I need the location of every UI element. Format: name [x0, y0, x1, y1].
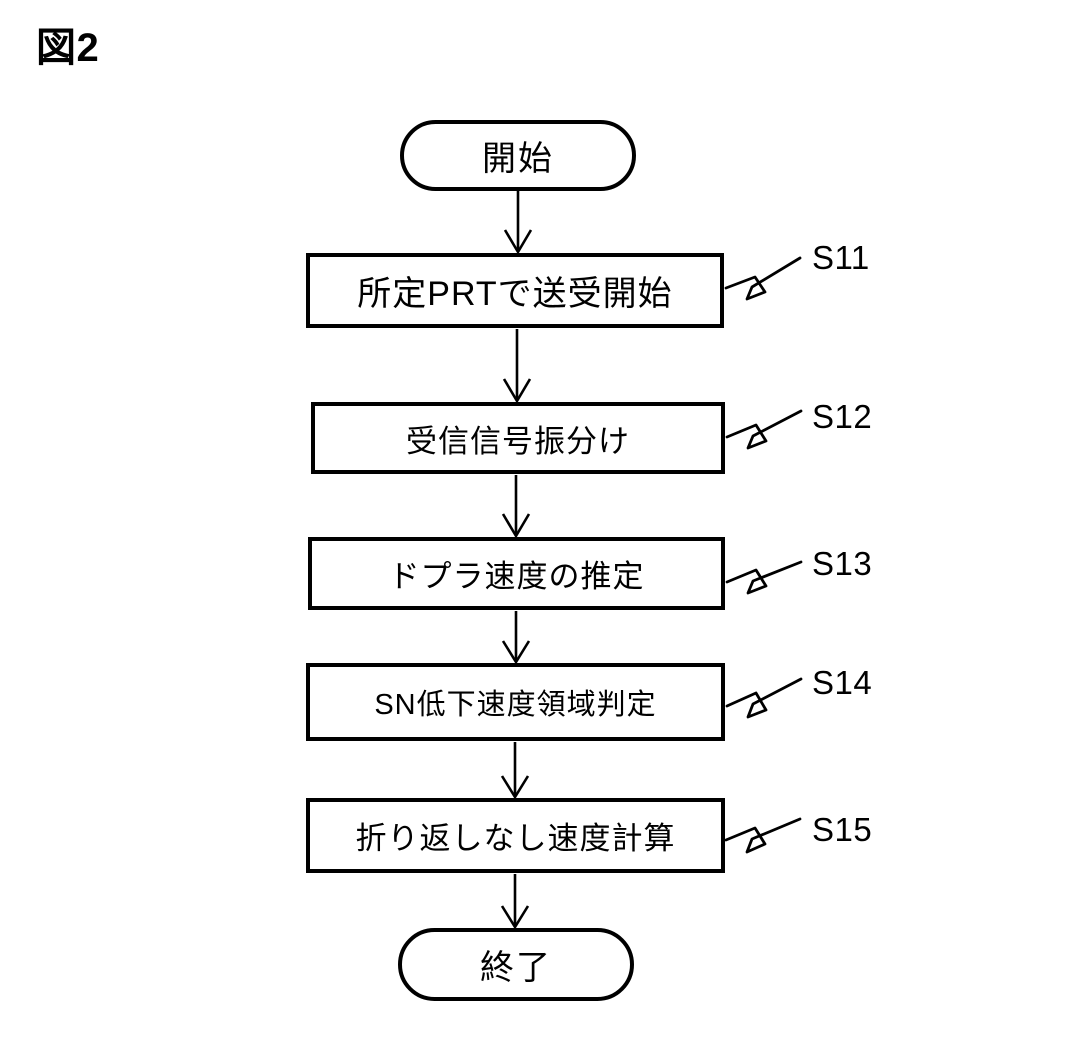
flow-node-s14: SN低下速度領域判定 [306, 663, 725, 741]
arrow-start-to-s11 [503, 191, 533, 255]
flow-node-s14-label: SN低下速度領域判定 [374, 689, 657, 721]
flow-node-start-label: 開始 [482, 140, 554, 178]
flow-node-start: 開始 [400, 120, 636, 191]
flow-node-s12-label: 受信信号振分け [406, 423, 630, 459]
arrow-s11-to-s12 [502, 329, 532, 404]
leader-line-s13 [725, 560, 803, 595]
step-reference-s14: S14 [812, 664, 873, 701]
flow-node-s15-label: 折り返しなし速度計算 [355, 821, 676, 856]
flow-node-end-label: 終了 [480, 949, 552, 987]
figure-title: 図2 [36, 26, 100, 70]
step-reference-s15: S15 [812, 811, 873, 848]
step-reference-s11: S11 [812, 239, 870, 276]
arrow-s15-to-end [500, 874, 530, 930]
step-reference-s12: S12 [812, 398, 873, 435]
flow-node-end: 終了 [398, 928, 634, 1001]
flow-node-s11-label: 所定PRTで送受開始 [357, 275, 673, 313]
flow-node-s12: 受信信号振分け [311, 402, 725, 474]
flow-node-s13: ドプラ速度の推定 [308, 537, 725, 610]
flow-node-s11: 所定PRTで送受開始 [306, 253, 724, 328]
leader-line-s14 [725, 677, 803, 719]
flow-node-s15: 折り返しなし速度計算 [306, 798, 725, 873]
leader-line-s15 [724, 817, 802, 854]
arrow-s12-to-s13 [501, 475, 531, 539]
leader-line-s12 [725, 409, 803, 450]
leader-line-s11 [724, 256, 802, 301]
step-reference-s13: S13 [812, 545, 873, 582]
arrow-s14-to-s15 [500, 742, 530, 800]
arrow-s13-to-s14 [501, 611, 531, 665]
flow-node-s13-label: ドプラ速度の推定 [388, 559, 645, 594]
